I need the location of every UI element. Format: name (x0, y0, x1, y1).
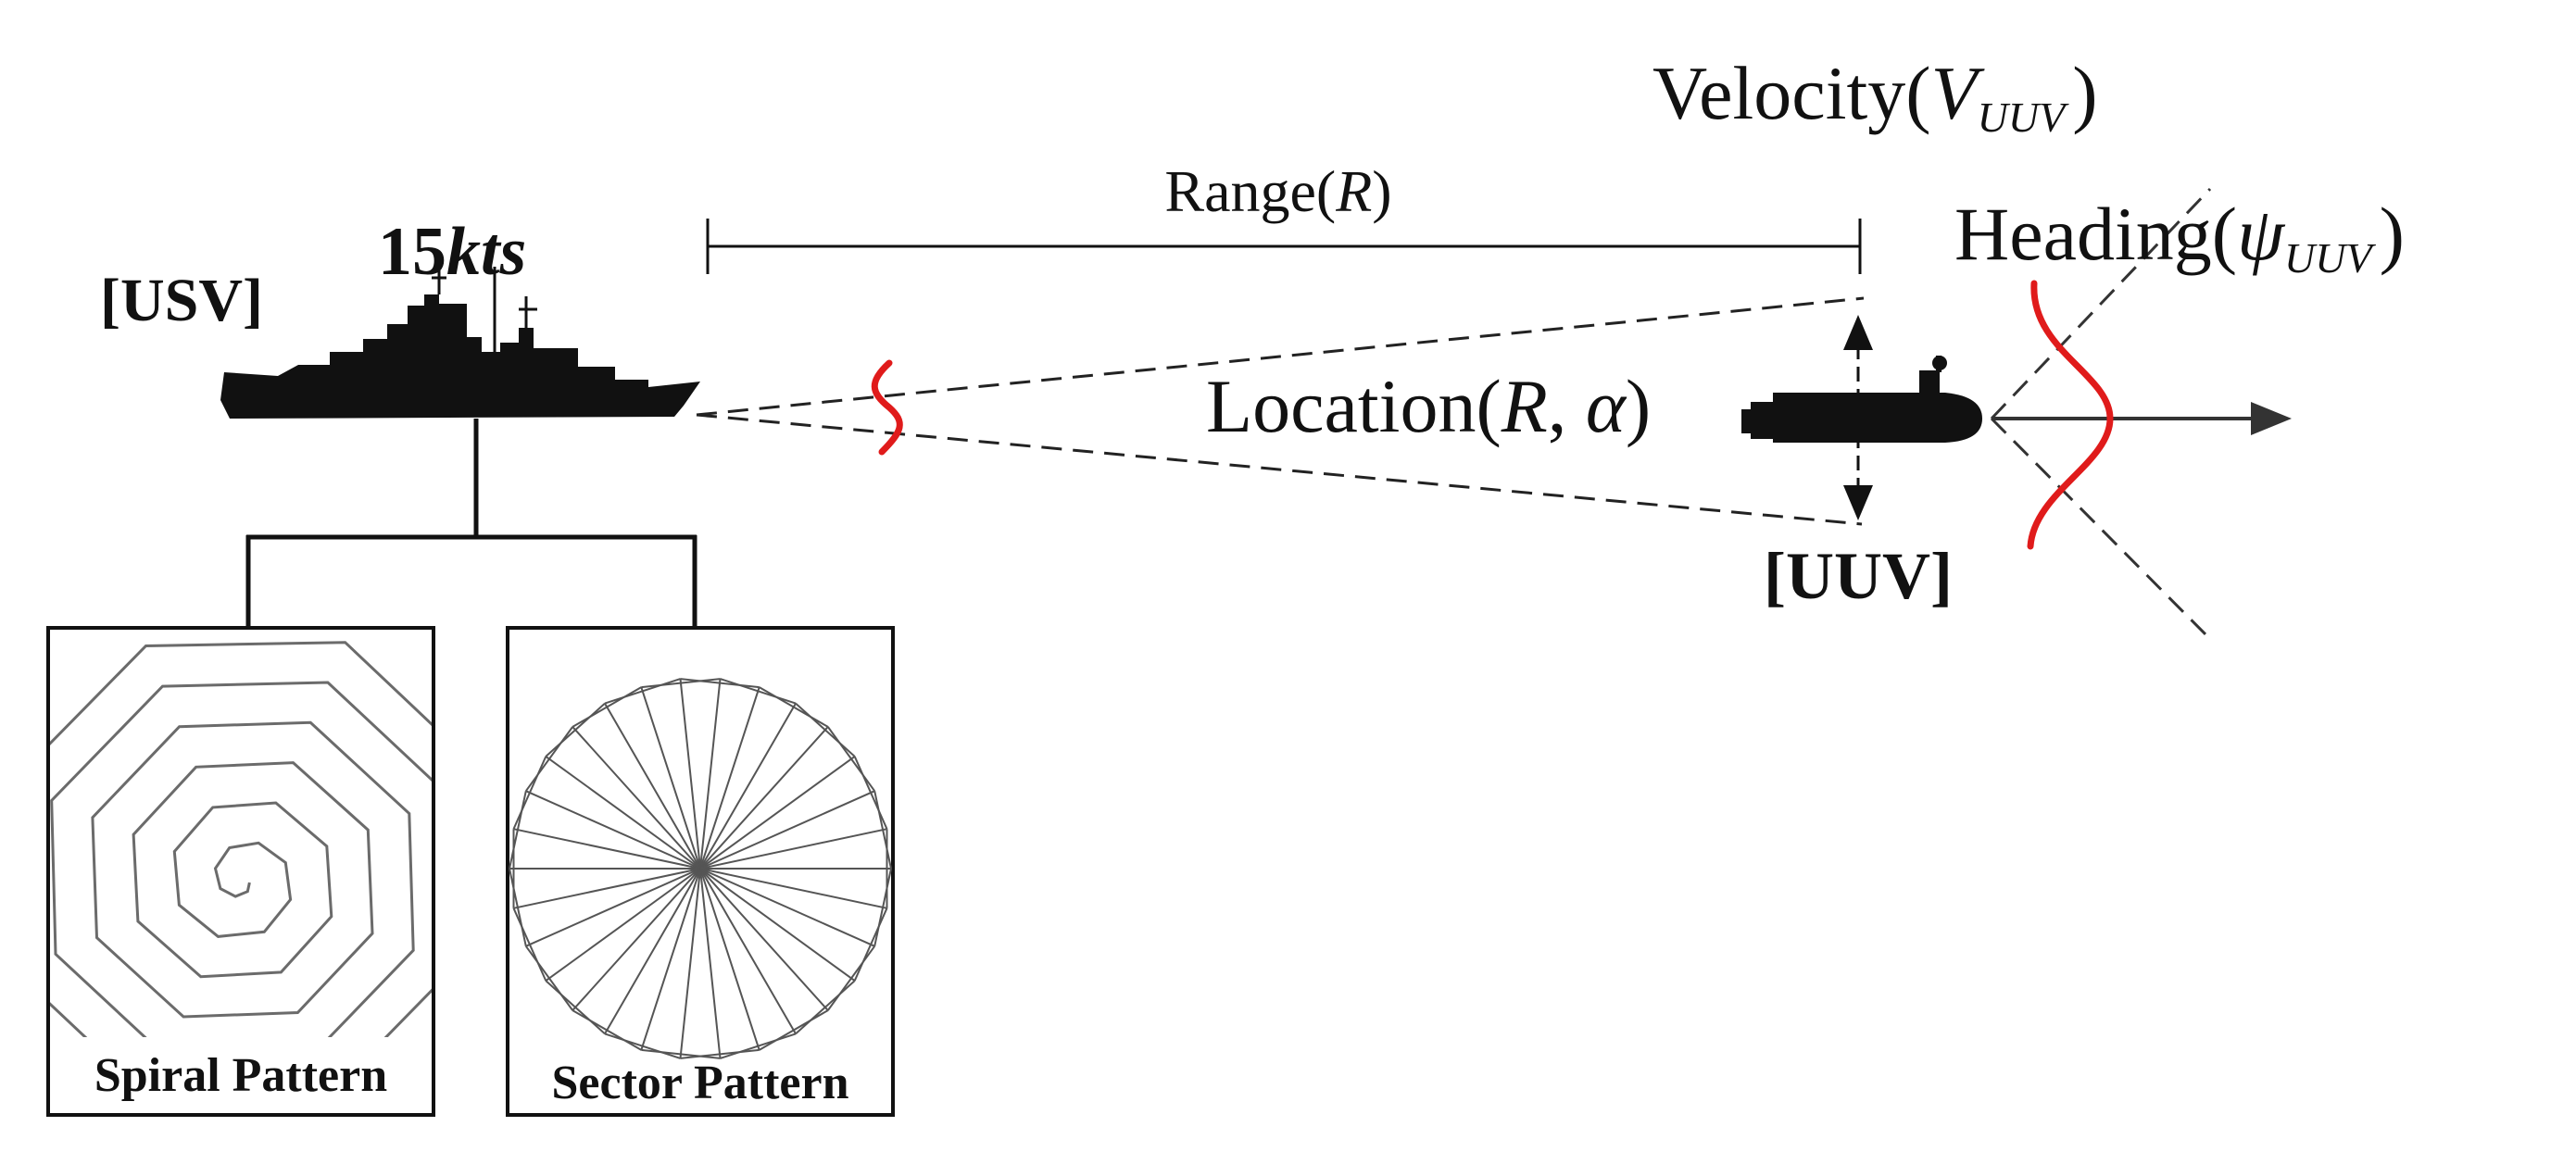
sector-spoke (699, 868, 829, 1011)
heading-arrow (1992, 402, 2292, 435)
sector-spoke (525, 790, 701, 870)
usv-speed-number: 15 (378, 214, 446, 290)
heading-label: Heading(ψUUV) (1954, 192, 2405, 282)
sector-spoke (679, 678, 701, 870)
sector-pattern-drawing (509, 678, 892, 1059)
sector-spoke (699, 868, 760, 1051)
sector-spoke (679, 868, 701, 1059)
pattern-tree-connector (245, 419, 697, 628)
sector-spoke (525, 868, 701, 947)
sector-spoke (699, 678, 722, 870)
sector-spoke (545, 868, 701, 982)
sector-spoke (604, 868, 701, 1034)
spiral-pattern-drawing (50, 641, 432, 1037)
heading-cone (1990, 187, 2212, 641)
sector-spoke (699, 790, 875, 870)
sector-spoke (572, 868, 701, 1011)
range-label: Range(R) (1164, 158, 1391, 224)
sector-spoke (699, 868, 875, 947)
usv-ship-icon (220, 259, 700, 419)
sonar-beam (696, 296, 1865, 526)
uuv-label: [UUV] (1764, 539, 1953, 613)
sector-spoke (699, 686, 760, 870)
sector-spoke (604, 703, 701, 870)
sector-spoke (640, 868, 701, 1051)
spiral-pattern-box: Spiral Pattern (46, 626, 435, 1117)
velocity-label: Velocity(VUUV) (1652, 51, 2098, 141)
sector-spoke (699, 868, 722, 1059)
sonar-wave-signal (871, 359, 903, 456)
sector-spoke (699, 868, 856, 982)
sector-spoke (699, 703, 797, 870)
sector-spoke (513, 828, 701, 870)
sector-spoke (699, 756, 856, 870)
sector-spoke (699, 726, 829, 870)
sector-spoke (572, 726, 701, 870)
sector-spoke (699, 868, 797, 1034)
usv-speed-unit: kts (446, 214, 526, 290)
usv-speed: 15kts (378, 214, 526, 290)
usv-label: [USV] (100, 267, 263, 334)
location-uncertainty-arrow (1843, 315, 1873, 520)
sector-pattern-box: Sector Pattern (506, 626, 895, 1117)
sector-spoke (640, 686, 701, 870)
location-label: Location(R, α) (1206, 364, 1651, 448)
sector-spoke (699, 868, 887, 909)
spiral-path (50, 641, 432, 1037)
sector-spoke (699, 828, 887, 870)
range-indicator (706, 219, 1862, 274)
heading-distribution-curve (2027, 280, 2114, 550)
sector-spoke (545, 756, 701, 870)
uuv-submarine-icon (1741, 356, 1982, 443)
sector-spoke (513, 868, 701, 909)
spiral-pattern-label: Spiral Pattern (94, 1049, 387, 1102)
sector-pattern-label: Sector Pattern (551, 1057, 848, 1109)
